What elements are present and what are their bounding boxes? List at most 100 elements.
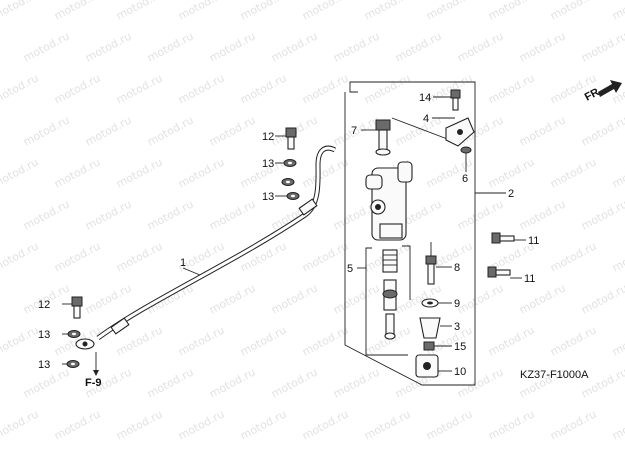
watermark-text: motod.ru (486, 71, 537, 106)
watermark-text: motod.ru (362, 0, 413, 23)
mounting-bolt-lower (487, 266, 511, 278)
watermark-text: motod.ru (145, 113, 196, 148)
watermark-text: motod.ru (517, 29, 568, 64)
callout-c2: 2 (508, 188, 514, 200)
banjo-bolt-upper (285, 127, 297, 150)
callout-c9: 9 (454, 298, 460, 310)
bracket-5 (365, 247, 408, 356)
mounting-bolt-upper (491, 232, 515, 244)
watermark-text: motod.ru (0, 323, 41, 358)
watermark-text: motod.ru (579, 281, 625, 316)
watermark-text: motod.ru (52, 71, 103, 106)
watermark-text: motod.ru (610, 239, 625, 274)
watermark-text: motod.ru (83, 197, 134, 232)
watermark-text: motod.ru (455, 29, 506, 64)
watermark-text: motod.ru (455, 197, 506, 232)
watermark-text: motod.ru (52, 407, 103, 442)
leader-1 (182, 267, 201, 276)
callout-c7: 7 (351, 125, 357, 137)
callout-c8: 8 (454, 262, 460, 274)
callout-c13b: 13 (262, 191, 274, 203)
watermark-text: motod.ru (300, 407, 351, 442)
watermark-text: motod.ru (455, 281, 506, 316)
watermark-text: motod.ru (610, 323, 625, 358)
watermark-text: motod.ru (331, 365, 382, 400)
watermark-text: motod.ru (548, 239, 599, 274)
watermark-text: motod.ru (300, 323, 351, 358)
watermark-text: motod.ru (517, 281, 568, 316)
watermark-text: motod.ru (176, 323, 227, 358)
watermark-text: motod.ru (145, 197, 196, 232)
callout-c4: 4 (423, 113, 429, 125)
watermark-text: motod.ru (424, 407, 475, 442)
watermark-text: motod.ru (83, 113, 134, 148)
watermark-text: motod.ru (610, 155, 625, 190)
watermark-text: motod.ru (269, 365, 320, 400)
watermark-text: motod.ru (579, 113, 625, 148)
front-arrow-icon (598, 80, 622, 97)
watermark-text: motod.ru (207, 365, 258, 400)
callout-c10: 10 (454, 366, 466, 378)
callout-c15: 15 (454, 341, 466, 353)
banjo-bolt-lower (71, 296, 83, 319)
watermark-text: motod.ru (145, 281, 196, 316)
master-cylinder-body (365, 161, 413, 241)
watermark-text: motod.ru (610, 407, 625, 442)
watermark-text: motod.ru (176, 407, 227, 442)
watermark-text: motod.ru (362, 407, 413, 442)
callout-c13d: 13 (38, 359, 50, 371)
hose-joint (375, 119, 391, 156)
watermark-text: motod.ru (21, 113, 72, 148)
watermark-text: motod.ru (517, 197, 568, 232)
callout-c12b: 12 (38, 299, 50, 311)
watermark-text: motod.ru (548, 323, 599, 358)
watermark-text: motod.ru (207, 29, 258, 64)
watermark-text: motod.ru (331, 29, 382, 64)
callout-c14: 14 (419, 92, 431, 104)
callout-c13c: 13 (38, 329, 50, 341)
callout-c12a: 12 (262, 131, 274, 143)
watermark-text: motod.ru (238, 71, 289, 106)
watermark-text: motod.ru (114, 407, 165, 442)
watermark-text: motod.ru (114, 71, 165, 106)
callout-c11a: 11 (528, 235, 539, 247)
watermark-text: motod.ru (424, 71, 475, 106)
watermark-text: motod.ru (176, 71, 227, 106)
callout-c6: 6 (462, 173, 468, 185)
watermark-text: motod.ru (486, 407, 537, 442)
watermark-text: motod.ru (424, 0, 475, 23)
callout-c5: 5 (347, 263, 353, 275)
assembly-bracket (349, 81, 452, 93)
watermark-text: motod.ru (83, 281, 134, 316)
callout-c1: 1 (180, 257, 186, 269)
brake-hose (75, 145, 337, 350)
callout-c13a: 13 (262, 158, 274, 170)
reference-tag: F-9 (85, 377, 102, 389)
watermark-text: motod.ru (145, 29, 196, 64)
watermark-text: motod.ru (0, 407, 41, 442)
watermark-text: motod.ru (393, 281, 444, 316)
o-ring-6 (460, 146, 472, 154)
watermark-text: motod.ru (0, 0, 41, 23)
piston-set (382, 249, 398, 340)
watermark-text: motod.ru (269, 281, 320, 316)
watermark-text: motod.ru (331, 281, 382, 316)
watermark-text: motod.ru (393, 29, 444, 64)
watermark-text: motod.ru (579, 197, 625, 232)
watermark-text: motod.ru (548, 0, 599, 23)
watermark-text: motod.ru (548, 407, 599, 442)
watermark-text: motod.ru (207, 281, 258, 316)
push-rod (425, 242, 437, 285)
watermark-text: motod.ru (0, 239, 41, 274)
watermark-text: motod.ru (0, 155, 41, 190)
watermark-text: motod.ru (176, 155, 227, 190)
watermark-text: motod.ru (362, 71, 413, 106)
watermark-text: motod.ru (610, 0, 625, 23)
watermark-text: motod.ru (548, 155, 599, 190)
watermark-text: motod.ru (238, 0, 289, 23)
watermark-text: motod.ru (393, 113, 444, 148)
watermark-text: motod.ru (83, 29, 134, 64)
